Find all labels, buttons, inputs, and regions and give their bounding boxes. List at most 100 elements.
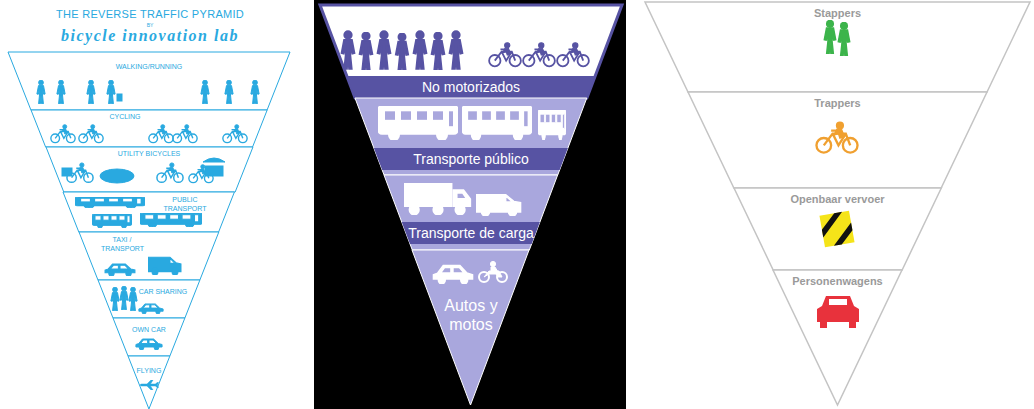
van-icon <box>476 195 521 216</box>
band-label: Personenwagens <box>763 275 913 288</box>
cyclist-icon <box>816 122 857 153</box>
bus-icon <box>378 106 458 140</box>
band-outline <box>31 110 267 147</box>
pyramid-band: Stappers <box>645 2 1030 92</box>
bike-icon <box>173 125 197 143</box>
pyramid-band: Openbaar vervoer <box>734 188 941 270</box>
pyramid-band: WALKING/RUNNING <box>8 52 290 110</box>
pyramid-band: Transporte público <box>355 98 587 175</box>
runner-icon <box>225 80 233 104</box>
bus-icon <box>92 214 132 228</box>
pyramid-band: PUBLIC TRANSPORT <box>63 192 234 232</box>
bike-icon <box>489 43 521 67</box>
band-label: Autos y motos <box>435 296 507 334</box>
band-shape <box>63 192 234 232</box>
bus-icon <box>462 106 532 140</box>
person-icon <box>129 287 137 311</box>
band-outline <box>113 318 185 356</box>
band-label: PUBLIC TRANSPORT <box>150 196 220 213</box>
truck-icon <box>404 183 470 215</box>
pyramid-title: THE REVERSE TRAFFIC PYRAMID <box>40 8 260 21</box>
car-icon <box>136 339 162 350</box>
band-label: WALKING/RUNNING <box>104 63 194 72</box>
car-icon <box>433 266 472 284</box>
person-icon <box>111 287 119 311</box>
band-label: CAR SHARING <box>137 288 189 297</box>
walker-icon <box>838 22 849 55</box>
label-strip <box>374 148 568 170</box>
band-shape <box>773 270 902 405</box>
walker-icon <box>107 80 115 104</box>
band-outline <box>8 52 290 110</box>
runner-icon <box>251 80 259 104</box>
velomobile-icon <box>100 169 134 183</box>
band-label: Trappers <box>762 97 912 110</box>
cart-bike-icon <box>189 165 213 183</box>
pyramid-band: UTILITY BICYCLES <box>46 147 253 192</box>
cart-box <box>205 166 223 176</box>
pyramid-band: Trappers <box>688 92 987 188</box>
pyramid-icons <box>824 20 849 55</box>
cargo-bike-icon <box>67 163 93 182</box>
bike-icon <box>223 125 247 143</box>
sign-stripes <box>819 211 854 248</box>
band-outline <box>46 147 253 192</box>
person-icon <box>396 33 409 69</box>
pyramid-band: OWN CAR <box>113 318 185 356</box>
bike-icon <box>523 43 555 67</box>
plane-icon <box>140 380 159 390</box>
band-outline <box>773 270 902 405</box>
band-outline <box>412 250 529 405</box>
band-label: UTILITY BICYCLES <box>109 150 189 159</box>
cargo-box <box>62 168 72 176</box>
brand-name: bicycle innovation lab <box>30 27 270 45</box>
pyramid-icons <box>341 31 588 70</box>
band-outline <box>320 5 622 98</box>
band-outline <box>79 232 219 280</box>
band-label: FLYING <box>129 367 169 376</box>
person-icon <box>377 31 390 69</box>
band-label: Openbaar vervoer <box>762 193 912 206</box>
public-transport-icon <box>819 211 854 248</box>
bike-icon <box>157 163 183 182</box>
pyramid-band: TAXI / TRANSPORT <box>79 232 219 280</box>
pyramid-band: Transporte de carga <box>384 175 558 250</box>
band-outline <box>688 92 987 188</box>
walker-icon <box>37 80 45 104</box>
cart-umbrella <box>203 158 225 162</box>
band-shape <box>113 318 185 356</box>
person-icon <box>449 31 462 69</box>
band-label: OWN CAR <box>124 326 174 335</box>
band-label: Stappers <box>763 7 913 20</box>
runner-icon <box>201 80 209 104</box>
walker-icon <box>57 80 65 104</box>
band-outline <box>645 2 1030 92</box>
pyramid-band: Autos y motos <box>412 250 529 405</box>
pyramid-band: Personenwagens <box>773 270 902 405</box>
band-outline <box>384 175 558 250</box>
band-shape <box>31 110 267 147</box>
suitcase-icon <box>117 94 122 101</box>
band-shape <box>128 356 170 409</box>
band-label: CYCLING <box>100 113 150 122</box>
band-outline <box>355 98 587 175</box>
band-label: Transporte público <box>381 150 561 168</box>
label-strip <box>347 76 595 98</box>
bike-icon <box>51 125 75 143</box>
band-outline <box>128 356 170 409</box>
pyramid-band: CYCLING <box>31 110 267 147</box>
person-icon <box>432 32 445 69</box>
red-car-icon <box>817 296 859 328</box>
bike-icon <box>557 43 589 67</box>
sign-plate <box>819 211 854 248</box>
car-body <box>817 296 859 322</box>
walker-icon <box>87 80 95 104</box>
band-label: Transporte de carga <box>396 224 546 242</box>
bike-icon <box>149 125 173 143</box>
car-wheel <box>820 321 827 328</box>
person-icon <box>360 32 373 69</box>
person-icon <box>120 286 128 310</box>
pyramid-band: FLYING <box>128 356 170 409</box>
